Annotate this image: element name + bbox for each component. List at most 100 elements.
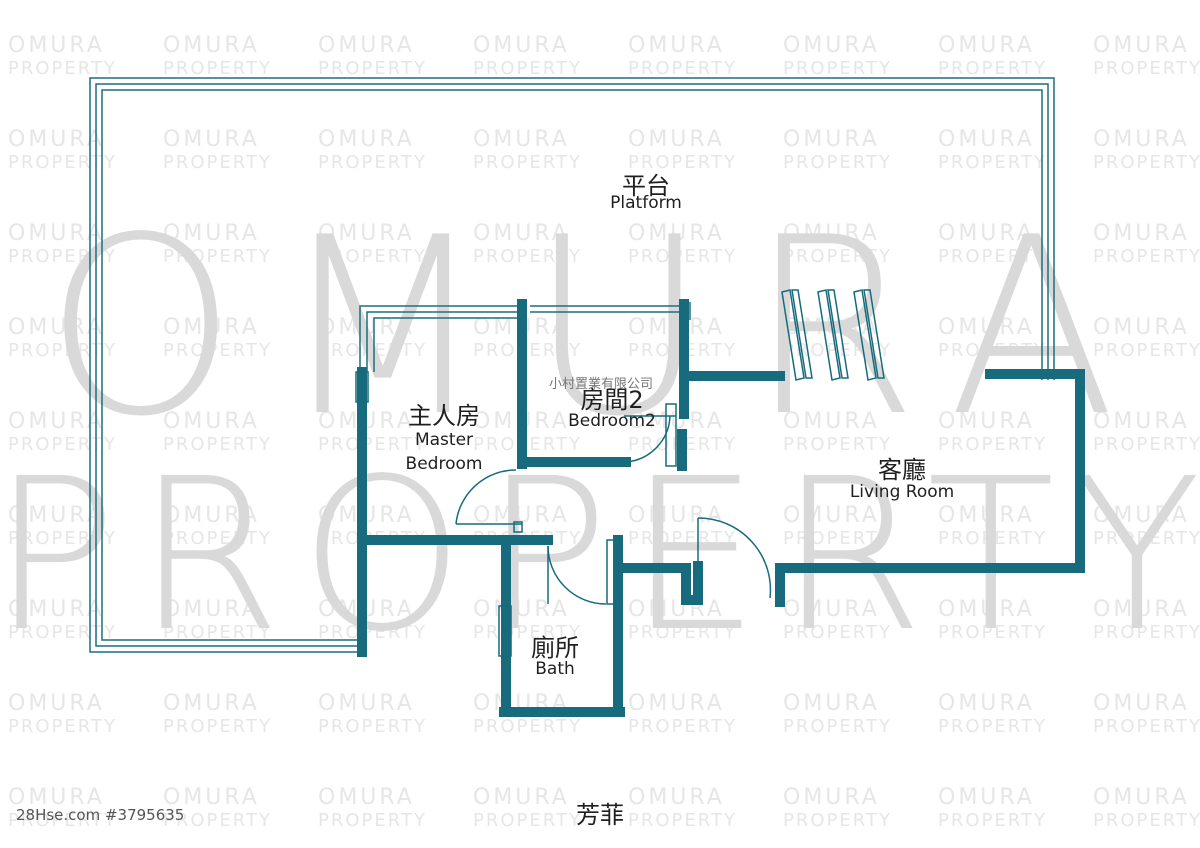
- watermark-tile-line2: PROPERTY: [318, 434, 427, 455]
- watermark-tile-line1: OMURA: [783, 409, 880, 434]
- watermark-tile-line2: PROPERTY: [8, 716, 117, 737]
- watermark-tiles: OMURAPROPERTYOMURAPROPERTYOMURAPROPERTYO…: [8, 33, 1200, 831]
- watermark-tile-line1: OMURA: [938, 127, 1035, 152]
- watermark-tile-line2: PROPERTY: [628, 246, 737, 267]
- watermark-tile-line2: PROPERTY: [1093, 58, 1200, 79]
- watermark-tile-line1: OMURA: [163, 127, 260, 152]
- watermark-tile-line1: OMURA: [163, 503, 260, 528]
- watermark-tile-line2: PROPERTY: [1093, 340, 1200, 361]
- watermark-tile-line2: PROPERTY: [783, 58, 892, 79]
- watermark-tile-line2: PROPERTY: [1093, 528, 1200, 549]
- watermark-tile-line1: OMURA: [938, 785, 1035, 810]
- platform-label-en: Platform: [610, 193, 682, 213]
- watermark-tile-line2: PROPERTY: [783, 152, 892, 173]
- bath-label-zh: 廁所: [531, 634, 579, 662]
- watermark-tile-line2: PROPERTY: [783, 434, 892, 455]
- watermark-tile-line2: PROPERTY: [938, 622, 1047, 643]
- watermark-tile-line1: OMURA: [1093, 503, 1190, 528]
- watermark-tile-line1: OMURA: [1093, 785, 1190, 810]
- watermark-tile-line1: OMURA: [8, 409, 105, 434]
- master-bedroom-label-en-line1: Master: [414, 430, 474, 450]
- watermark-tile-line1: OMURA: [163, 597, 260, 622]
- watermark-tile-line1: OMURA: [8, 315, 105, 340]
- watermark-tile-line1: OMURA: [628, 597, 725, 622]
- watermark-tile-line2: PROPERTY: [8, 810, 117, 831]
- doors: [455, 415, 772, 605]
- watermark-tile-line2: PROPERTY: [628, 58, 737, 79]
- watermark-tile-line2: PROPERTY: [938, 246, 1047, 267]
- watermark-tile-line2: PROPERTY: [628, 152, 737, 173]
- watermark-tile-line1: OMURA: [628, 127, 725, 152]
- watermark-tile-line2: PROPERTY: [163, 622, 272, 643]
- living-room-label-en: Living Room: [849, 482, 955, 502]
- watermark-tile-line1: OMURA: [783, 127, 880, 152]
- watermark-tile-line1: OMURA: [163, 409, 260, 434]
- watermark-tile-line1: OMURA: [163, 691, 260, 716]
- watermark-tile-line2: PROPERTY: [318, 716, 427, 737]
- watermark-tile-line1: OMURA: [938, 503, 1035, 528]
- estate-name: 芳菲: [576, 801, 624, 829]
- watermark-tile-line1: OMURA: [938, 597, 1035, 622]
- watermark-tile-line1: OMURA: [318, 33, 415, 58]
- watermark-tile-line1: OMURA: [1093, 315, 1190, 340]
- watermark-tile-line1: OMURA: [1093, 691, 1190, 716]
- platform-outline: [89, 77, 1055, 653]
- watermark-tile-line1: OMURA: [473, 127, 570, 152]
- watermark-tile-line1: OMURA: [938, 221, 1035, 246]
- sliding-doors: [781, 289, 885, 381]
- watermark-tile-line2: PROPERTY: [318, 246, 427, 267]
- watermark-tile-line1: OMURA: [8, 503, 105, 528]
- watermark-tile-line2: PROPERTY: [938, 434, 1047, 455]
- watermark-tile-line2: PROPERTY: [1093, 810, 1200, 831]
- watermark-tile-line1: OMURA: [473, 597, 570, 622]
- watermark-tile-line1: OMURA: [783, 691, 880, 716]
- watermark-tile-line2: PROPERTY: [473, 58, 582, 79]
- watermark-tile-line1: OMURA: [318, 785, 415, 810]
- watermark-tile-line2: PROPERTY: [473, 716, 582, 737]
- watermark-tile-line1: OMURA: [8, 691, 105, 716]
- watermark-tile-line2: PROPERTY: [8, 152, 117, 173]
- watermark-tile-line1: OMURA: [163, 785, 260, 810]
- watermark-tile-line2: PROPERTY: [163, 152, 272, 173]
- watermark-tile-line2: PROPERTY: [1093, 152, 1200, 173]
- agency-name-small: 小村置業有限公司: [548, 377, 654, 392]
- watermark-tile-line1: OMURA: [628, 33, 725, 58]
- platform-label-zh: 平台: [622, 172, 670, 200]
- watermark-tile-line1: OMURA: [8, 221, 105, 246]
- watermark-tile-line1: OMURA: [318, 315, 415, 340]
- watermark-large: OMURA PROPERTY: [0, 185, 1200, 678]
- watermark-tile-line2: PROPERTY: [783, 810, 892, 831]
- watermark-tile-line1: OMURA: [1093, 127, 1190, 152]
- watermark-tile-line2: PROPERTY: [163, 810, 272, 831]
- watermark-tile-line1: OMURA: [8, 33, 105, 58]
- watermark-tile-line2: PROPERTY: [318, 340, 427, 361]
- watermark-tile-line2: PROPERTY: [163, 528, 272, 549]
- watermark-tile-line1: OMURA: [8, 597, 105, 622]
- living-room-label-zh: 客廳: [878, 456, 926, 484]
- watermark-tile-line1: OMURA: [628, 691, 725, 716]
- watermark-tile-line2: PROPERTY: [473, 246, 582, 267]
- watermark-tile-line1: OMURA: [628, 785, 725, 810]
- watermark-tile-line2: PROPERTY: [783, 622, 892, 643]
- watermark-tile-line2: PROPERTY: [8, 58, 117, 79]
- watermark-tile-line2: PROPERTY: [783, 246, 892, 267]
- watermark-tile-line2: PROPERTY: [783, 716, 892, 737]
- watermark-tile-line2: PROPERTY: [1093, 434, 1200, 455]
- watermark-tile-line2: PROPERTY: [938, 716, 1047, 737]
- watermark-tile-line2: PROPERTY: [1093, 716, 1200, 737]
- watermark-tile-line2: PROPERTY: [938, 340, 1047, 361]
- watermark-tile-line2: PROPERTY: [1093, 246, 1200, 267]
- watermark-tile-line1: OMURA: [318, 127, 415, 152]
- watermark-tile-line2: PROPERTY: [1093, 622, 1200, 643]
- watermark-tile-line2: PROPERTY: [628, 716, 737, 737]
- watermark-tile-line2: PROPERTY: [318, 810, 427, 831]
- watermark-tile-line1: OMURA: [938, 409, 1035, 434]
- watermark-tile-line2: PROPERTY: [163, 340, 272, 361]
- watermark-tile-line1: OMURA: [473, 785, 570, 810]
- watermark-tile-line1: OMURA: [1093, 221, 1190, 246]
- watermark-tile-line1: OMURA: [628, 503, 725, 528]
- watermark-large-line2: PROPERTY: [0, 433, 1200, 678]
- master-bedroom-label-zh: 主人房: [408, 402, 480, 430]
- thick-walls: [357, 299, 1085, 717]
- watermark-tile-line2: PROPERTY: [628, 810, 737, 831]
